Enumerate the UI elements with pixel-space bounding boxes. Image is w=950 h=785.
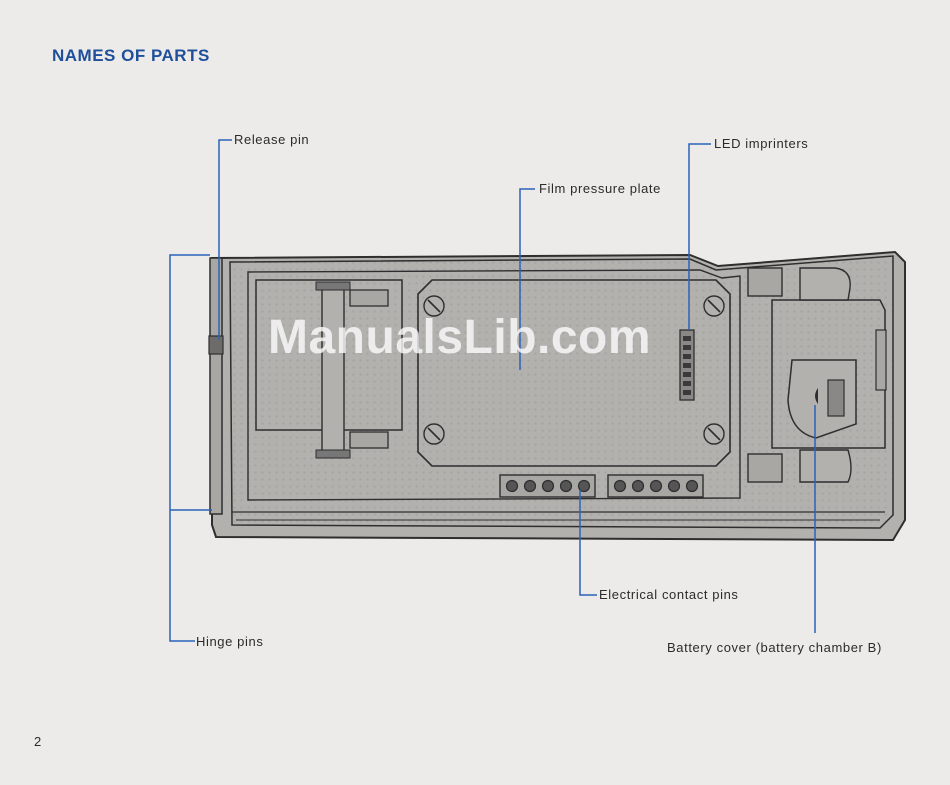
label-electrical-contact-pins: Electrical contact pins xyxy=(599,587,739,602)
battery-cover-part xyxy=(788,360,856,438)
label-led-imprinters: LED imprinters xyxy=(714,136,808,151)
label-battery-cover: Battery cover (battery chamber B) xyxy=(667,640,882,655)
watermark: ManualsLib.com xyxy=(268,310,651,365)
label-hinge-pins: Hinge pins xyxy=(196,634,263,649)
label-release-pin: Release pin xyxy=(234,132,309,147)
page-number: 2 xyxy=(34,734,41,749)
release-pin-part xyxy=(209,336,223,354)
film-pressure-plate-part xyxy=(418,280,730,466)
label-film-pressure-plate: Film pressure plate xyxy=(539,181,661,196)
